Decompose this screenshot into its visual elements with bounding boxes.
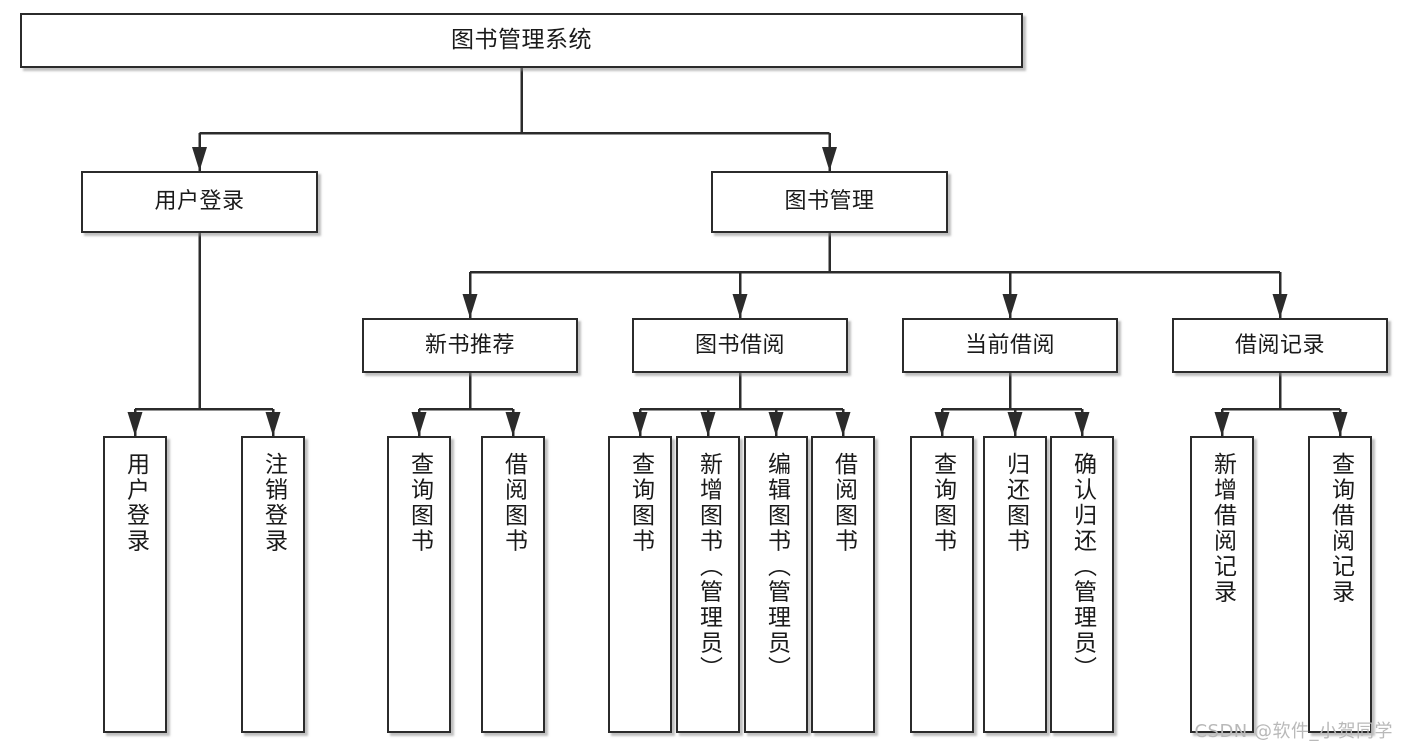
- node-user-login[interactable]: 用户登录: [81, 171, 318, 233]
- node-label: 借阅图书: [830, 452, 857, 554]
- node-label: 查询图书: [406, 452, 433, 554]
- node-borrow-record[interactable]: 借阅记录: [1172, 318, 1388, 373]
- node-label: 查询借阅记录: [1327, 452, 1354, 605]
- node-label: 用户登录: [122, 452, 149, 554]
- node-label: 新书推荐: [424, 332, 515, 358]
- node-leaf-return-book[interactable]: 归还图书: [983, 436, 1047, 733]
- node-current-borrow[interactable]: 当前借阅: [902, 318, 1118, 373]
- node-label: 注销登录: [260, 452, 287, 554]
- node-label: 用户登录: [154, 189, 245, 215]
- node-label: 当前借阅: [964, 332, 1055, 358]
- node-leaf-add-book[interactable]: 新增图书（管理员）: [676, 436, 740, 733]
- node-leaf-add-record[interactable]: 新增借阅记录: [1190, 436, 1254, 733]
- node-book-manage[interactable]: 图书管理: [711, 171, 948, 233]
- node-label: 借阅记录: [1234, 332, 1325, 358]
- node-label: 查询图书: [627, 452, 654, 554]
- node-label: 借阅图书: [500, 452, 527, 554]
- node-leaf-query-book-3[interactable]: 查询图书: [910, 436, 974, 733]
- node-label: 归还图书: [1002, 452, 1029, 554]
- node-leaf-edit-book[interactable]: 编辑图书（管理员）: [744, 436, 808, 733]
- node-leaf-user-login[interactable]: 用户登录: [103, 436, 167, 733]
- node-label: 确认归还（管理员）: [1069, 452, 1096, 682]
- watermark-label: CSDN @软件_小贺同学: [1194, 721, 1393, 742]
- node-label: 新增图书（管理员）: [695, 452, 722, 682]
- node-leaf-borrow-book-2[interactable]: 借阅图书: [811, 436, 875, 733]
- node-label: 图书借阅: [694, 332, 785, 358]
- node-leaf-query-book-1[interactable]: 查询图书: [387, 436, 451, 733]
- node-label: 图书管理系统: [451, 27, 592, 54]
- node-label: 新增借阅记录: [1209, 452, 1236, 605]
- node-leaf-logout[interactable]: 注销登录: [241, 436, 305, 733]
- node-label: 编辑图书（管理员）: [763, 452, 790, 682]
- node-book-borrow[interactable]: 图书借阅: [632, 318, 848, 373]
- node-label: 图书管理: [784, 189, 875, 215]
- node-leaf-query-record[interactable]: 查询借阅记录: [1308, 436, 1372, 733]
- node-root[interactable]: 图书管理系统: [20, 13, 1023, 68]
- node-leaf-confirm-return[interactable]: 确认归还（管理员）: [1050, 436, 1114, 733]
- node-leaf-query-book-2[interactable]: 查询图书: [608, 436, 672, 733]
- node-new-book-rec[interactable]: 新书推荐: [362, 318, 578, 373]
- node-label: 查询图书: [929, 452, 956, 554]
- node-leaf-borrow-book-1[interactable]: 借阅图书: [481, 436, 545, 733]
